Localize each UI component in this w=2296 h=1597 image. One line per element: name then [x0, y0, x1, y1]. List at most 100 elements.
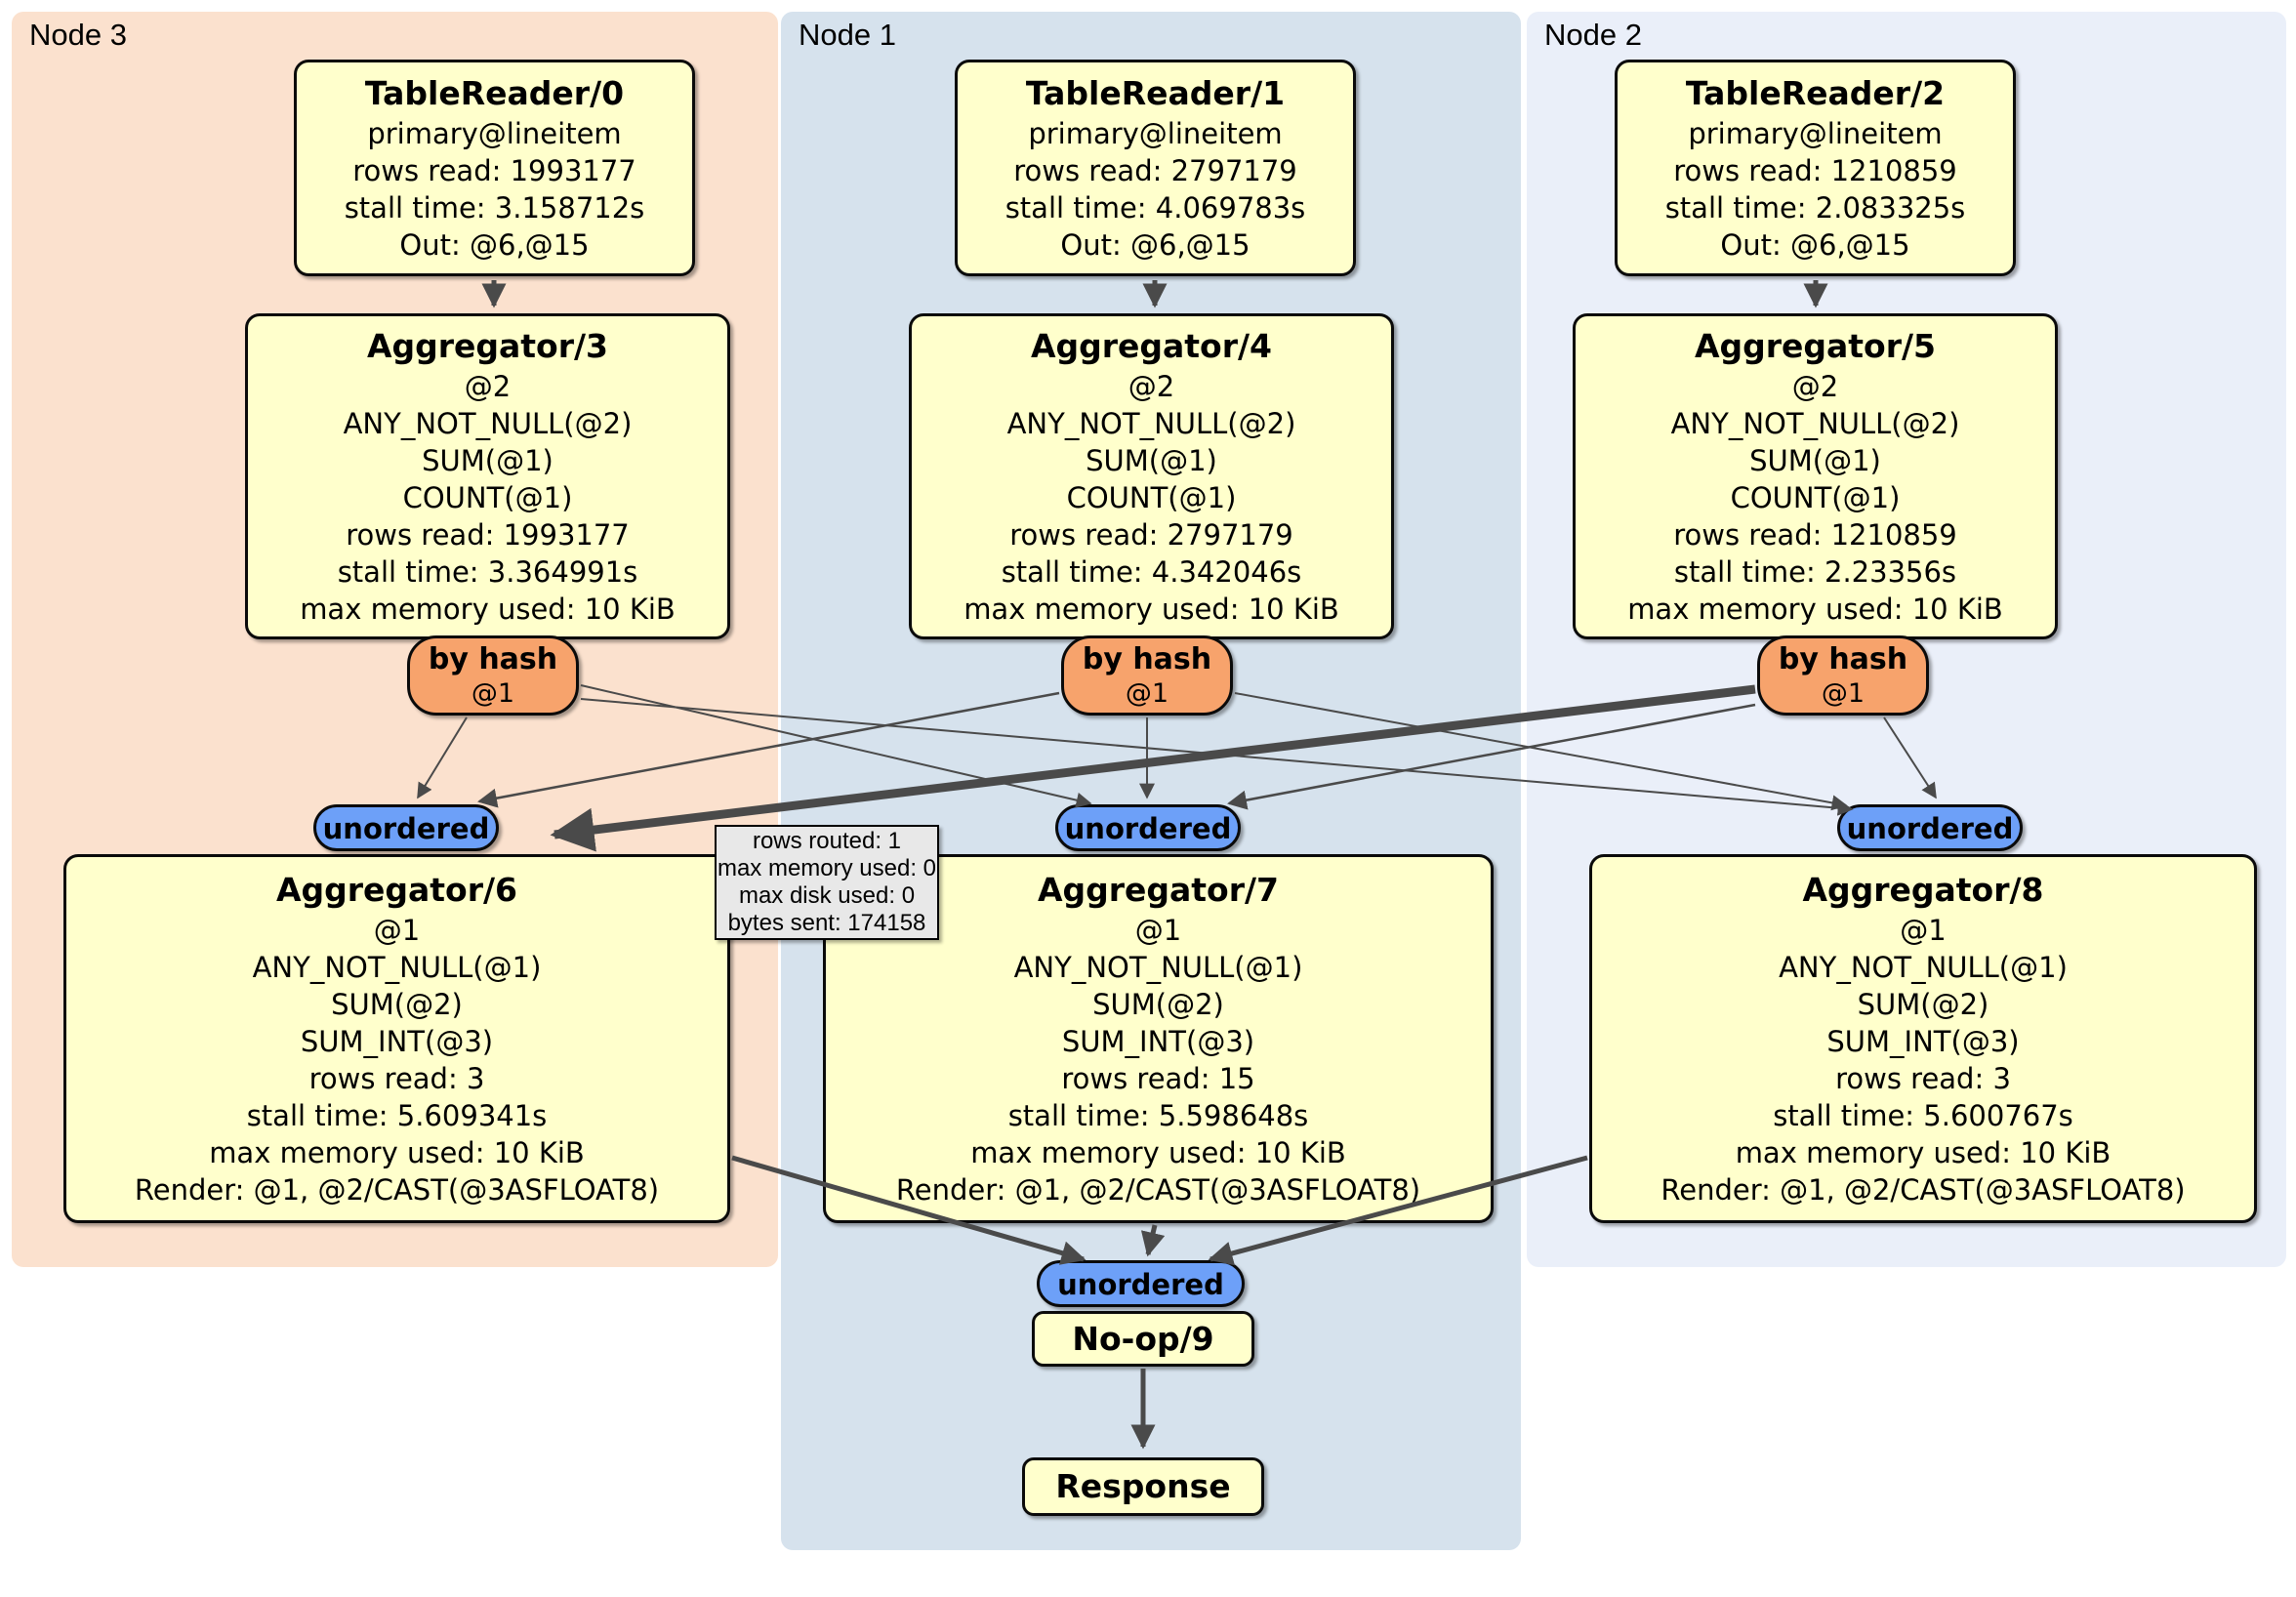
box-line: Render: @1, @2/CAST(@3ASFLOAT8): [1660, 1173, 2186, 1207]
box-title: Aggregator/3: [366, 327, 609, 365]
box-line: rows read: 1210859: [1673, 518, 1957, 552]
box-line: max memory used: 10 KiB: [300, 593, 676, 626]
box-line: @1: [373, 914, 421, 947]
box-line: primary@lineitem: [367, 117, 622, 150]
box-line: COUNT(@1): [402, 481, 573, 514]
box-line: rows read: 2797179: [1013, 154, 1297, 187]
box-title: Aggregator/6: [275, 871, 518, 909]
box-line: SUM(@2): [1092, 988, 1224, 1021]
box-line: primary@lineitem: [1688, 117, 1943, 150]
box-line: @1: [1134, 914, 1182, 947]
box-line: rows read: 1993177: [346, 518, 630, 552]
box-line: max memory used: 10 KiB: [964, 593, 1339, 626]
box-line: stall time: 5.609341s: [246, 1099, 548, 1132]
box-title: Response: [1055, 1467, 1231, 1505]
box-line: bytes sent: 174158: [727, 910, 926, 936]
box-line: max memory used: 10 KiB: [209, 1136, 585, 1169]
processor-box-tablereader-2[interactable]: TableReader/2 primary@lineitem rows read:…: [1615, 60, 2016, 276]
box-line: max memory used: 10 KiB: [1627, 593, 2003, 626]
box-line: @2: [1128, 370, 1175, 403]
box-line: rows routed: 1: [752, 828, 902, 854]
box-line: @2: [464, 370, 512, 403]
synchronizer-unordered-node-1[interactable]: unordered: [1055, 804, 1241, 851]
box-line: max memory used: 10 KiB: [970, 1136, 1346, 1169]
box-line: ANY_NOT_NULL(@1): [1013, 951, 1303, 984]
panel-label-node-3: Node 3: [29, 18, 127, 52]
box-line: ANY_NOT_NULL(@2): [1670, 407, 1960, 440]
box-line: stall time: 5.600767s: [1773, 1099, 2073, 1132]
box-line: stall time: 2.23356s: [1673, 555, 1957, 589]
box-body: primary@lineitem rows read: 1993177 stall …: [345, 115, 645, 264]
synchronizer-unordered-node-2[interactable]: unordered: [1837, 804, 2023, 851]
box-line: Out: @6,@15: [399, 228, 590, 262]
processor-box-noop-9[interactable]: No-op/9: [1032, 1311, 1254, 1367]
panel-label-node-1: Node 1: [799, 18, 896, 52]
box-line: stall time: 5.598648s: [1007, 1099, 1309, 1132]
box-line: Out: @6,@15: [1720, 228, 1910, 262]
processor-box-tablereader-0[interactable]: TableReader/0 primary@lineitem rows read:…: [294, 60, 695, 276]
box-line: Out: @6,@15: [1060, 228, 1250, 262]
box-line: Render: @1, @2/CAST(@3ASFLOAT8): [895, 1173, 1421, 1207]
box-line: rows read: 3: [308, 1062, 485, 1095]
box-line: SUM(@1): [1086, 444, 1217, 477]
box-line: stall time: 4.069783s: [1004, 191, 1306, 225]
router-by-hash-node-3[interactable]: by hash @1: [407, 635, 579, 716]
box-line: rows read: 15: [1061, 1062, 1255, 1095]
synchronizer-unordered-noop[interactable]: unordered: [1037, 1260, 1245, 1307]
box-line: SUM(@1): [1749, 444, 1881, 477]
router-label: by hash: [428, 642, 558, 676]
router-by-hash-node-2[interactable]: by hash @1: [1757, 635, 1929, 716]
router-by-hash-node-1[interactable]: by hash @1: [1061, 635, 1233, 716]
box-line: stall time: 4.342046s: [1001, 555, 1302, 589]
box-line: SUM(@1): [422, 444, 554, 477]
box-line: SUM_INT(@3): [300, 1025, 494, 1058]
box-line: @2: [1791, 370, 1839, 403]
router-subtitle: @1: [471, 678, 515, 709]
box-line: rows read: 1210859: [1673, 154, 1957, 187]
box-title: Aggregator/5: [1694, 327, 1937, 365]
box-line: SUM_INT(@3): [1826, 1025, 2020, 1058]
router-subtitle: @1: [1821, 678, 1866, 709]
router-label: by hash: [1778, 642, 1908, 676]
synchronizer-unordered-node-3[interactable]: unordered: [313, 804, 499, 851]
box-line: @1: [1900, 914, 1947, 947]
box-title: Aggregator/4: [1030, 327, 1273, 365]
box-title: TableReader/1: [1025, 74, 1286, 112]
box-title: Aggregator/8: [1802, 871, 2044, 909]
box-title: Aggregator/7: [1037, 871, 1280, 909]
box-line: SUM_INT(@3): [1061, 1025, 1255, 1058]
box-line: ANY_NOT_NULL(@2): [343, 407, 633, 440]
box-line: rows read: 1993177: [352, 154, 636, 187]
box-line: SUM(@2): [1857, 988, 1989, 1021]
box-line: stall time: 3.158712s: [344, 191, 645, 225]
router-subtitle: @1: [1125, 678, 1169, 709]
processor-box-response[interactable]: Response: [1022, 1457, 1264, 1516]
box-line: SUM(@2): [331, 988, 463, 1021]
box-line: COUNT(@1): [1730, 481, 1901, 514]
box-line: max memory used: 10 KiB: [1735, 1136, 2112, 1169]
panel-label-node-2: Node 2: [1544, 18, 1642, 52]
box-line: stall time: 2.083325s: [1664, 191, 1966, 225]
box-body: primary@lineitem rows read: 1210859 stall …: [1665, 115, 1966, 264]
box-line: rows read: 3: [1835, 1062, 2011, 1095]
box-line: stall time: 3.364991s: [337, 555, 638, 589]
box-line: COUNT(@1): [1066, 481, 1237, 514]
box-title: TableReader/2: [1685, 74, 1946, 112]
box-title: TableReader/0: [364, 74, 625, 112]
box-line: max disk used: 0: [738, 882, 916, 909]
box-line: Render: @1, @2/CAST(@3ASFLOAT8): [134, 1173, 660, 1207]
